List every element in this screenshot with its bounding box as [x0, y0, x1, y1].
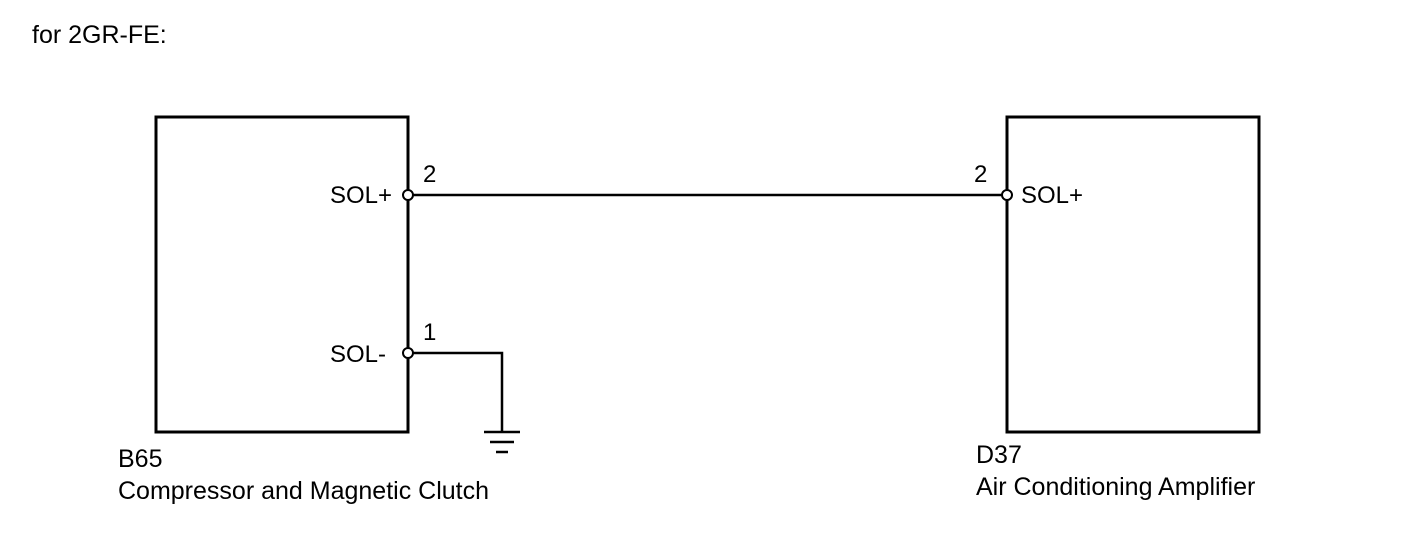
right-sol-plus-pin-number: 2 — [974, 161, 987, 188]
ground-symbol-icon — [484, 430, 520, 454]
right-component-name: Air Conditioning Amplifier — [976, 473, 1255, 501]
amplifier-box — [1005, 115, 1261, 434]
left-sol-plus-label: SOL+ — [330, 182, 392, 209]
right-sol-plus-terminal-icon — [1001, 189, 1013, 201]
left-sol-minus-label: SOL- — [330, 341, 386, 368]
left-sol-minus-pin-number: 1 — [423, 319, 436, 346]
right-sol-plus-label: SOL+ — [1021, 182, 1083, 209]
diagram-heading: for 2GR-FE: — [32, 21, 167, 49]
right-component-code: D37 — [976, 441, 1022, 469]
left-sol-plus-pin-number: 2 — [423, 161, 436, 188]
left-component-code: B65 — [118, 445, 162, 473]
left-component-name: Compressor and Magnetic Clutch — [118, 477, 489, 505]
left-sol-plus-terminal-icon — [402, 189, 414, 201]
left-sol-minus-terminal-icon — [402, 347, 414, 359]
compressor-box — [154, 115, 410, 434]
sol-minus-ground-wire — [408, 351, 504, 432]
